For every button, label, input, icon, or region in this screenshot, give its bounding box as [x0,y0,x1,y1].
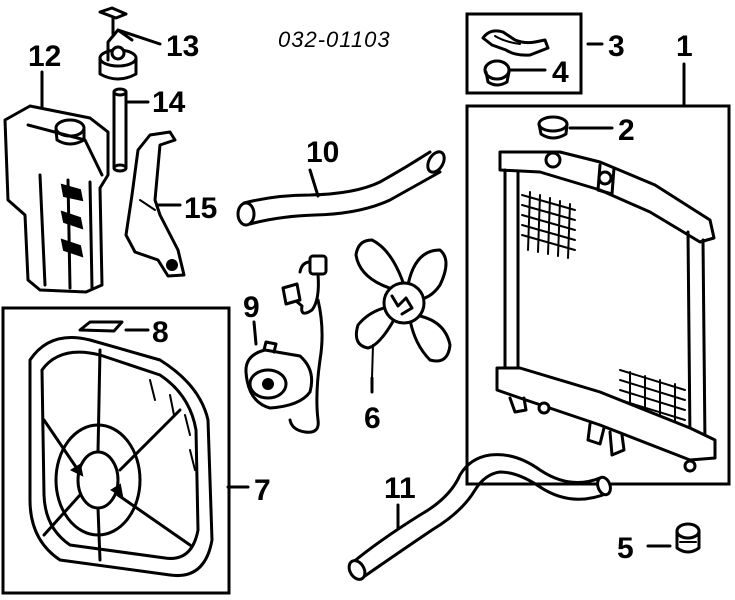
callout-9: 9 [243,291,260,324]
callout-15: 15 [184,192,217,225]
callout-labels: 1 2 3 4 5 6 7 8 9 10 11 12 13 14 15 [28,30,693,565]
part-14-overflow-tube [112,87,128,173]
part-5-mount-cushion [675,522,701,554]
callout-4: 4 [552,56,569,89]
core-fins [521,191,686,435]
part-9-fan-motor [244,254,328,434]
part-6-cooling-fan [354,238,452,379]
fan-shroud [28,336,214,578]
callout-14: 14 [152,86,186,119]
callout-10: 10 [306,136,339,169]
leader-lines [40,28,686,548]
part-11-lower-hose [347,453,612,581]
part-15-reservoir-bracket [124,130,186,278]
callout-11: 11 [384,472,416,505]
part-3-clip [481,29,550,57]
part-8-shroud-seal [78,320,124,333]
part-12-reservoir-tank [3,104,110,294]
callout-2: 2 [618,114,635,147]
shroud-assembly-box [1,306,231,595]
callout-8: 8 [152,316,169,349]
callout-5: 5 [617,532,634,565]
clip-kit-box [465,12,583,95]
part-13-reservoir-cap [98,6,138,81]
callout-1: 1 [676,30,693,63]
callout-12: 12 [28,40,61,73]
part-2-radiator-cap [537,115,569,140]
callout-7: 7 [254,474,271,507]
callout-13: 13 [166,30,199,63]
reference-code: 032-01103 [278,27,391,52]
part-10-upper-hose [236,150,446,227]
radiator [495,150,717,473]
part-4-grommet [483,59,511,87]
callout-3: 3 [608,30,625,63]
callout-6: 6 [364,402,381,435]
